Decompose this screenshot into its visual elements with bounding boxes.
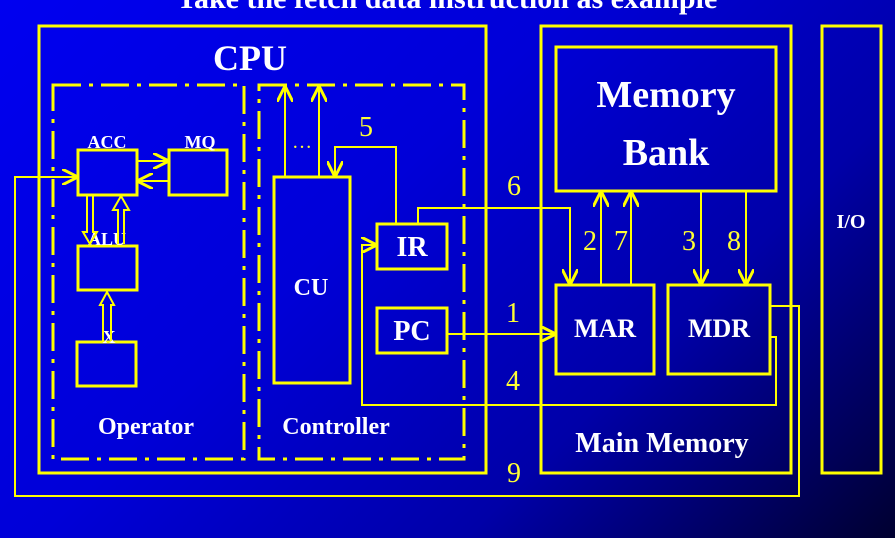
- pc-label: PC: [393, 316, 430, 347]
- controller-box: [257, 83, 466, 461]
- step-5-path: [335, 146, 397, 224]
- cpu-box: [37, 24, 488, 475]
- alu-unit: [76, 244, 139, 292]
- memory-bank-line1: Memory: [596, 74, 735, 116]
- io-label: I/O: [837, 211, 866, 233]
- mdr-register: [666, 283, 772, 376]
- main-memory-label: Main Memory: [575, 428, 748, 459]
- page-title: Take the fetch data instruction as examp…: [177, 0, 718, 15]
- alu-to-acc-arrow: [111, 193, 131, 244]
- step-7-label: 7: [614, 226, 628, 257]
- ir-label: IR: [396, 232, 428, 263]
- step-5-label: 5: [359, 112, 373, 143]
- cu-label: CU: [294, 275, 329, 301]
- io-box: [820, 24, 883, 475]
- alu-label: ALU: [88, 229, 126, 249]
- mq-label: MQ: [185, 132, 216, 152]
- step-9-path: [14, 177, 800, 497]
- controller-label: Controller: [282, 414, 390, 440]
- control-ellipsis: …: [292, 131, 312, 153]
- main-memory-box: [539, 24, 793, 475]
- mq-register: [167, 148, 229, 197]
- acc-label: ACC: [88, 132, 127, 152]
- mar-register: [554, 283, 656, 376]
- mar-label: MAR: [574, 314, 636, 343]
- step-6-path: [417, 207, 570, 283]
- step-8-label: 8: [727, 226, 741, 257]
- x-label: X: [103, 327, 116, 347]
- cpu-label: CPU: [213, 38, 287, 78]
- acc-to-alu-arrow: [81, 196, 99, 246]
- memory-bank: [554, 45, 778, 193]
- step-6-label: 6: [507, 171, 521, 202]
- step-3-label: 3: [682, 226, 696, 257]
- step-2-label: 2: [583, 226, 597, 257]
- mdr-label: MDR: [688, 314, 750, 343]
- memory-bank-line2: Bank: [623, 132, 710, 174]
- cu-unit: [272, 175, 352, 385]
- x-register: [75, 340, 138, 388]
- step-4-label: 4: [506, 366, 520, 397]
- acc-register: [76, 148, 139, 197]
- x-to-alu-arrow: [98, 289, 116, 341]
- operator-box: [51, 83, 246, 461]
- ir-register: [375, 222, 449, 271]
- step-1-label: 1: [506, 298, 520, 329]
- step-9-label: 9: [507, 458, 521, 489]
- step-4-path: [361, 245, 777, 406]
- pc-register: [375, 306, 449, 355]
- operator-label: Operator: [98, 414, 194, 440]
